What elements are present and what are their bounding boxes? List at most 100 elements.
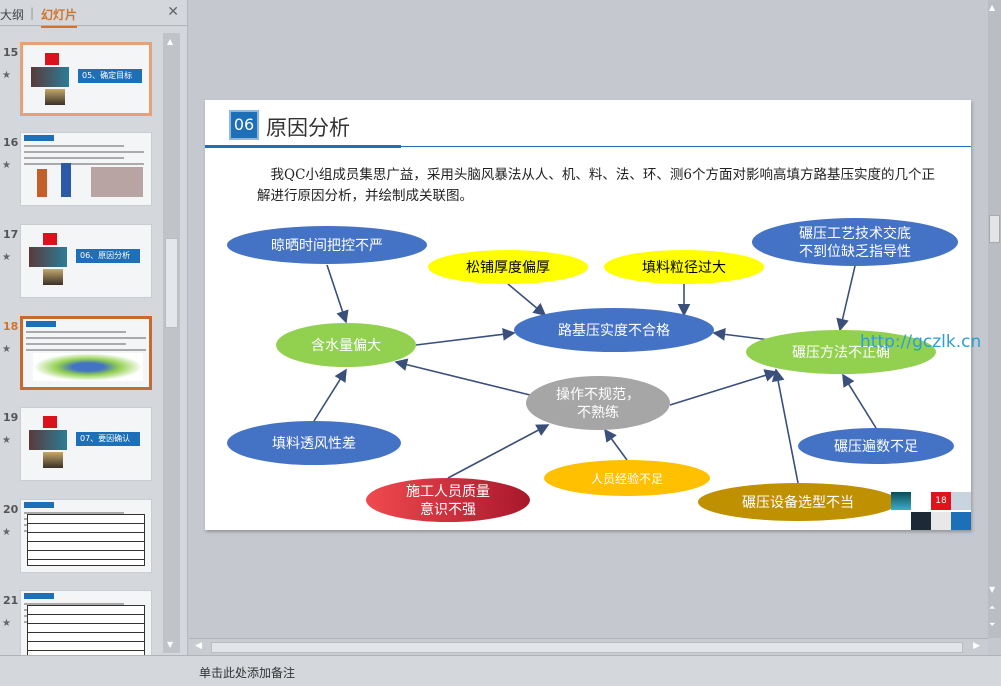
thumb-line bbox=[24, 151, 144, 153]
thumb-image bbox=[45, 89, 65, 105]
diagram-node: 路基压实度不合格 bbox=[514, 308, 714, 352]
relation-arrow bbox=[771, 368, 799, 484]
node-ellipse bbox=[746, 330, 936, 374]
node-label: 填料粒径过大 bbox=[642, 260, 726, 276]
node-label: 含水量偏大 bbox=[311, 338, 381, 354]
relation-arrow bbox=[394, 358, 531, 396]
scroll-down-icon[interactable]: ▼ bbox=[989, 585, 996, 594]
scrollbar-thumb[interactable] bbox=[165, 238, 178, 328]
node-label: 碾压方法不正确 bbox=[792, 345, 890, 361]
slide-title: 原因分析 bbox=[266, 116, 350, 140]
node-ellipse bbox=[798, 428, 954, 464]
tab-separator: | bbox=[30, 6, 35, 20]
node-label: 意识不强 bbox=[420, 501, 476, 518]
watermark: http://gczlk.cn bbox=[860, 332, 982, 352]
thumb-image bbox=[43, 233, 57, 245]
thumb-image bbox=[31, 67, 69, 87]
scroll-left-icon[interactable]: ◀ bbox=[195, 641, 202, 651]
scroll-up-icon[interactable]: ▲ bbox=[989, 3, 996, 12]
title-underline bbox=[401, 146, 971, 147]
diagram-node: 操作不规范，不熟练 bbox=[526, 376, 670, 430]
relation-arrow bbox=[604, 428, 628, 461]
relation-arrow bbox=[842, 373, 877, 429]
diagram-node: 晾晒时间把控不严 bbox=[227, 226, 427, 264]
relation-arrow bbox=[669, 369, 778, 406]
slide-thumbnail[interactable]: 07、要因确认 bbox=[20, 407, 152, 481]
diagram-node: 碾压遍数不足 bbox=[798, 428, 954, 464]
thumb-line bbox=[24, 603, 124, 605]
scroll-down-icon[interactable]: ▼ bbox=[167, 640, 174, 649]
tab-outline[interactable]: 大纲 bbox=[0, 8, 25, 22]
thumb-line bbox=[24, 145, 124, 147]
thumb-title: 06、原因分析 bbox=[76, 249, 140, 263]
node-label: 路基压实度不合格 bbox=[558, 322, 670, 339]
notes-placeholder[interactable]: 单击此处添加备注 bbox=[199, 666, 296, 680]
corner-image bbox=[931, 512, 951, 530]
page-number: 18 bbox=[931, 492, 951, 510]
slide-thumbnail[interactable] bbox=[20, 499, 152, 573]
star-icon: ★ bbox=[2, 618, 11, 629]
thumb-header bbox=[24, 502, 54, 508]
panel-scrollbar[interactable]: ▲ ▼ bbox=[163, 33, 180, 653]
relation-arrow bbox=[415, 328, 516, 346]
node-ellipse bbox=[698, 483, 898, 521]
diagram-node: 填料粒径过大 bbox=[604, 250, 764, 284]
scroll-up-icon[interactable]: ▲ bbox=[167, 37, 174, 46]
node-ellipse bbox=[752, 218, 958, 266]
node-label: 碾压设备选型不当 bbox=[742, 494, 854, 511]
close-panel-icon[interactable]: ✕ bbox=[167, 4, 179, 20]
node-ellipse bbox=[514, 308, 714, 352]
node-label: 不到位缺乏指导性 bbox=[799, 244, 911, 260]
diagram-node: 碾压设备选型不当 bbox=[698, 483, 898, 521]
slide-thumbnail[interactable] bbox=[20, 316, 152, 390]
node-label: 人员经验不足 bbox=[591, 471, 663, 486]
star-icon: ★ bbox=[2, 252, 11, 263]
node-ellipse bbox=[526, 376, 670, 430]
star-icon: ★ bbox=[2, 435, 11, 446]
slide-thumbnail[interactable]: 06、原因分析 bbox=[20, 224, 152, 298]
node-label: 晾晒时间把控不严 bbox=[271, 238, 383, 254]
scrollbar-thumb[interactable] bbox=[989, 215, 1000, 243]
thumb-image bbox=[45, 53, 59, 65]
node-ellipse bbox=[428, 250, 588, 284]
panel-tabs: 大纲 | 幻灯片 ✕ bbox=[0, 0, 187, 28]
thumb-image bbox=[43, 269, 63, 285]
relation-arrow bbox=[447, 424, 550, 479]
slide-number: 21 bbox=[3, 594, 19, 607]
corner-image bbox=[891, 492, 911, 510]
notes-pane[interactable]: 单击此处添加备注 bbox=[0, 655, 1001, 686]
relation-arrow bbox=[313, 368, 347, 422]
slide-number: 16 bbox=[3, 136, 19, 149]
scrollbar-thumb[interactable] bbox=[211, 642, 963, 653]
thumb-header bbox=[24, 593, 54, 599]
slide-thumbnail[interactable] bbox=[20, 132, 152, 206]
slide-thumbnail[interactable] bbox=[20, 590, 152, 664]
slide: 06 原因分析 我QC小组成员集思广益，采用头脑风暴法从人、机、料、法、环、测6… bbox=[205, 100, 981, 530]
tab-slides[interactable]: 幻灯片 bbox=[41, 6, 78, 28]
scroll-right-icon[interactable]: ▶ bbox=[973, 641, 980, 651]
slide-thumbnail[interactable]: 05、确定目标 bbox=[20, 42, 152, 116]
node-ellipse bbox=[604, 250, 764, 284]
title-underline-thick bbox=[205, 145, 401, 148]
thumb-image bbox=[29, 430, 67, 450]
thumb-line bbox=[26, 337, 146, 339]
previous-slide-icon[interactable]: ⏶ bbox=[989, 603, 996, 612]
horizontal-scrollbar[interactable]: ◀ ▶ bbox=[189, 638, 988, 655]
thumb-title: 05、确定目标 bbox=[78, 69, 142, 83]
thumb-line bbox=[26, 343, 126, 345]
thumb-header bbox=[26, 321, 56, 327]
section-badge: 06 bbox=[229, 110, 259, 140]
node-label: 不熟练 bbox=[577, 405, 619, 421]
next-slide-icon[interactable]: ⏷ bbox=[989, 620, 996, 629]
thumb-image bbox=[29, 247, 67, 267]
vertical-scrollbar[interactable]: ▲ ▼ ⏶ ⏷ bbox=[988, 0, 1001, 638]
thumb-image bbox=[43, 416, 57, 428]
thumb-line bbox=[26, 349, 146, 351]
diagram-node: 人员经验不足 bbox=[544, 460, 710, 496]
relation-arrow bbox=[507, 283, 547, 317]
slide-number: 18 bbox=[3, 320, 19, 333]
intro-paragraph: 我QC小组成员集思广益，采用头脑风暴法从人、机、料、法、环、测6个方面对影响高填… bbox=[257, 167, 935, 204]
